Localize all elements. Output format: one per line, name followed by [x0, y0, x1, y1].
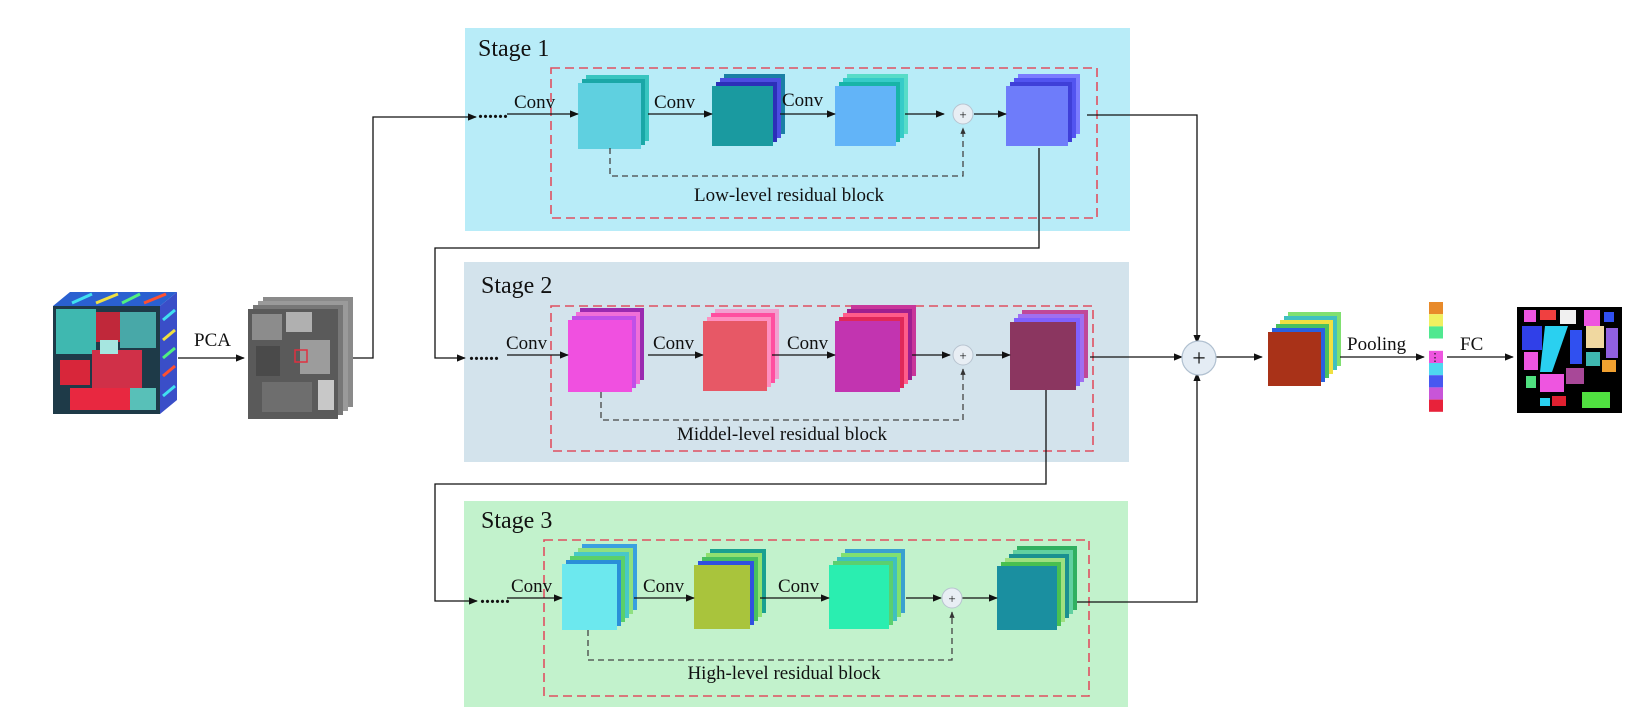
- conv-label-s3-1: Conv: [511, 576, 553, 597]
- fused-feature-cube-front: [1268, 332, 1321, 386]
- conv-label-s1-2: Conv: [654, 92, 696, 113]
- stage-2-feature-cube-2-front: [703, 321, 767, 391]
- stage-1-feature-cube-4: [1006, 74, 1080, 146]
- pca-band-stack-icon: [248, 297, 353, 419]
- stage-1-feature-cube-1-front: [578, 83, 641, 149]
- hsi-side-stripes: [162, 308, 176, 398]
- vector-cell: [1429, 363, 1443, 376]
- stage-3-feature-cube-3: [829, 549, 905, 629]
- vector-cell: [1429, 387, 1443, 400]
- stage-2-add-symbol: +: [959, 348, 966, 363]
- conv-label-s2-2: Conv: [653, 333, 695, 354]
- conv-label-s1-1: Conv: [514, 92, 556, 113]
- stage-3-add-symbol: +: [948, 591, 955, 606]
- conv-label-s2-3: Conv: [787, 333, 829, 354]
- stage-1-to-stage-2-connector: [434, 148, 1040, 362]
- pooling-label: Pooling: [1347, 334, 1407, 355]
- ellipsis-s3: ......: [480, 586, 510, 608]
- stage-1-residual-block-box: [550, 67, 1098, 219]
- ellipsis-s1: ......: [478, 101, 508, 123]
- pca-label: PCA: [194, 330, 231, 351]
- stage-2-residual-block-box: [550, 305, 1094, 452]
- vector-cell: [1429, 314, 1443, 327]
- ellipsis-s2: ......: [469, 343, 499, 365]
- feature-map-cubes: [562, 74, 1341, 630]
- stage-3-feature-cube-2-front: [694, 565, 750, 629]
- stage-1-title: Stage 1: [478, 36, 549, 62]
- stage-3-feature-cube-2: [694, 549, 766, 629]
- vector-cell: [1429, 399, 1443, 412]
- stage-3-title: Stage 3: [481, 508, 552, 534]
- hsi-top-stripes: [71, 292, 167, 305]
- stage-1-add-node: +: [952, 103, 974, 125]
- stage-1-to-sum-connector: [1087, 114, 1201, 344]
- stage-2-feature-cube-2: [703, 309, 779, 391]
- conv-label-s3-3: Conv: [778, 576, 820, 597]
- stage-1-feature-cube-3-front: [835, 86, 896, 146]
- stage-3-block-label: High-level residual block: [687, 663, 881, 684]
- stage-1-connections: [507, 110, 1007, 177]
- conv-labels: Conv Conv Conv Conv Conv Conv Conv Conv …: [506, 90, 829, 597]
- classification-map-icon: [1517, 307, 1622, 413]
- global-sum-symbol: +: [1192, 346, 1206, 372]
- stage-2-title: Stage 2: [481, 273, 552, 299]
- stage-2-feature-cube-3: [835, 305, 916, 392]
- vector-cell: [1429, 302, 1443, 315]
- stage-3-feature-cube-1-front: [562, 564, 617, 630]
- stage-2-to-stage-3-connector: [434, 390, 1047, 605]
- stage-3-add-node: +: [941, 587, 963, 609]
- vector-cell: [1429, 350, 1443, 363]
- stage-2-add-node: +: [952, 344, 974, 366]
- stage-1-feature-cube-4-front: [1006, 86, 1068, 146]
- vector-cell: [1429, 375, 1443, 388]
- stage-2-feature-cube-3-front: [835, 321, 900, 392]
- stage-1-feature-cube-2-front: [712, 86, 773, 146]
- stage-1-add-symbol: +: [959, 107, 966, 122]
- stage-2-feature-cube-4-front: [1010, 322, 1076, 390]
- hyperspectral-cube-icon: [53, 292, 177, 414]
- stage-2-connections: [507, 351, 1011, 421]
- stage-3-residual-block-box: [543, 539, 1090, 697]
- conv-label-s3-2: Conv: [643, 576, 685, 597]
- stage-1-feature-cube-1: [578, 75, 649, 149]
- stage-3-feature-cube-4-front: [997, 566, 1057, 630]
- fused-feature-cube: [1268, 312, 1341, 386]
- fc-label: FC: [1460, 334, 1483, 355]
- stage-1-feature-cube-3: [835, 74, 908, 146]
- stage-3-to-sum-connector: [1077, 372, 1201, 603]
- stage-3-connections: [507, 594, 998, 661]
- conv-label-s2-1: Conv: [506, 333, 548, 354]
- conv-label-s1-3: Conv: [782, 90, 824, 111]
- stage-3-feature-cube-3-front: [829, 565, 889, 629]
- vector-ellipsis: ⋮: [1430, 352, 1441, 364]
- pooled-feature-vector: [1429, 302, 1443, 412]
- pca-patch-marker: [294, 349, 308, 363]
- stage-1-block-label: Low-level residual block: [694, 185, 884, 206]
- stage-1-feature-cube-2: [712, 74, 785, 146]
- global-sum-node: +: [1181, 340, 1217, 376]
- vector-cell: [1429, 326, 1443, 339]
- stage-2-feature-cube-4: [1010, 310, 1088, 390]
- stage-2-block-label: Middel-level residual block: [677, 424, 887, 445]
- stage-3-feature-cube-4: [997, 546, 1077, 630]
- stage-2-feature-cube-1-front: [568, 320, 632, 392]
- stage-3-feature-cube-1: [562, 544, 637, 630]
- vector-cell: [1429, 338, 1443, 351]
- stage-2-feature-cube-1: [568, 308, 644, 392]
